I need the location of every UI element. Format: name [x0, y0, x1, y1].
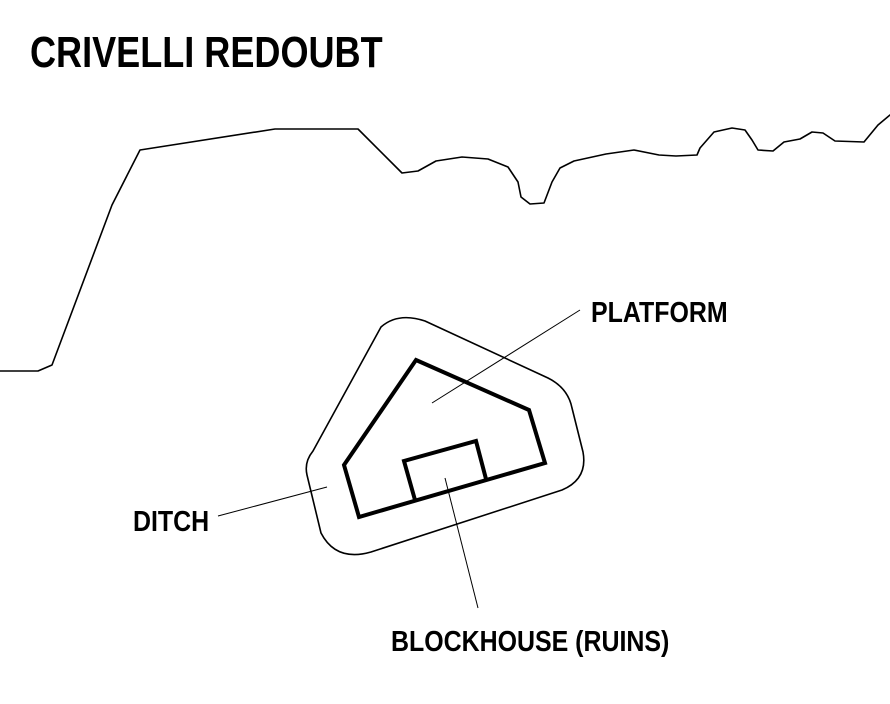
diagram-title: CRIVELLI REDOUBT [30, 28, 383, 77]
platform-outline [341, 357, 548, 520]
blockhouse-label: BLOCKHOUSE (RUINS) [391, 625, 669, 657]
ditch-leader-line [217, 486, 328, 517]
blockhouse-ruins-outline [401, 438, 488, 501]
ditch-outline [305, 316, 585, 556]
ditch-label: DITCH [133, 505, 209, 537]
platform-leader-line [431, 309, 581, 404]
blockhouse-leader-line [444, 477, 479, 609]
platform-label: PLATFORM [591, 296, 728, 328]
terrain-contour-line [0, 114, 890, 372]
